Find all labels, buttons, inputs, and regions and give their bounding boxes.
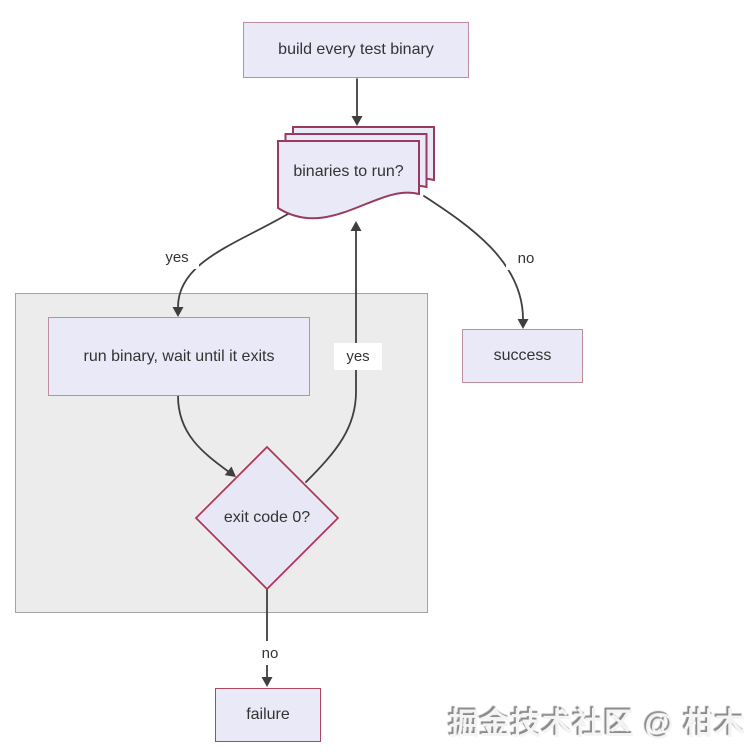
decision-diamond-shape [194,445,340,591]
arrowhead-icon [224,466,236,477]
arrowheads [172,116,529,687]
edge-binaries-to-success [423,195,524,320]
node-build-label: build every test binary [278,41,434,59]
arrowhead-icon [172,307,184,317]
edge-label-no-right: no [506,246,546,270]
document-page-front [277,140,420,220]
node-binaries-label: binaries to run? [278,143,419,201]
arrowhead-icon [261,677,273,687]
node-build: build every test binary [243,22,469,78]
edge-label-yes-loop: yes [334,343,382,370]
node-failure: failure [215,688,321,742]
node-binaries-text: binaries to run? [293,163,404,180]
arrowhead-icon [350,221,362,231]
edge-run-to-exitcode [177,395,230,473]
edge-label-no-bottom: no [250,641,290,665]
node-run-binary: run binary, wait until it exits [48,317,310,396]
watermark-text: 掘金技术社区 @ 柑木 [449,708,746,741]
arrowhead-icon [351,116,363,126]
node-success-label: success [493,347,552,365]
node-exit-code-label: exit code 0? [196,489,338,547]
edge-exitcode-to-binaries [305,230,357,483]
node-failure-label: failure [246,706,290,724]
node-success: success [462,329,583,383]
edge-binaries-to-run [177,210,294,308]
arrowhead-icon [517,319,529,329]
node-run-binary-label: run binary, wait until it exits [83,347,275,365]
node-exit-code-text: exit code 0? [223,509,311,526]
multi-document-shape [277,126,435,220]
edge-label-yes-left: yes [155,245,199,269]
